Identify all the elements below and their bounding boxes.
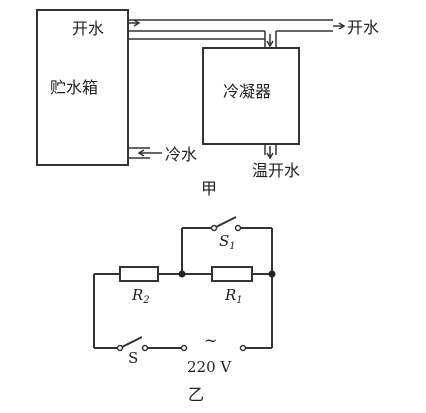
supply-voltage-label: 220 V	[187, 358, 232, 376]
supply-terminal-right	[239, 344, 247, 352]
resistor-r1-label: R1	[224, 286, 243, 306]
hot-water-right-arrowhead	[338, 22, 346, 30]
switch-s1-pivot	[210, 224, 218, 232]
condenser-box	[202, 47, 300, 145]
resistor-r1	[211, 266, 253, 282]
switch-s1-blade	[215, 216, 237, 228]
figure-a-caption: 甲	[201, 179, 217, 198]
figure-a-water-system: 贮水箱 开水 开水 冷凝器 温开水 冷水	[36, 9, 379, 198]
junction-right	[268, 270, 276, 278]
switch-s-contact	[141, 344, 149, 352]
resistor-r2	[119, 266, 159, 282]
supply-terminal-left	[180, 344, 188, 352]
hot-water-left-arrowhead	[133, 19, 141, 27]
supply-symbol: ~	[204, 331, 217, 350]
switch-s1-label: S1	[219, 232, 236, 252]
cold-water-label: 冷水	[165, 145, 197, 164]
switch-s-pivot	[116, 344, 124, 352]
storage-tank	[36, 9, 129, 166]
switch-s-label: S	[128, 349, 138, 367]
cold-water-arrowhead	[137, 149, 145, 157]
hot-water-label-left: 开水	[72, 19, 104, 38]
switch-s-blade	[121, 336, 143, 348]
hot-water-label-right: 开水	[347, 18, 379, 37]
warm-water-arrowhead	[266, 152, 274, 160]
switch-s1-contact	[234, 224, 242, 232]
warm-water-label: 温开水	[252, 161, 300, 180]
resistor-r2-label: R2	[131, 286, 150, 306]
storage-tank-label: 贮水箱	[50, 78, 98, 97]
condenser-label: 冷凝器	[223, 82, 271, 101]
condenser-inlet-arrowhead	[266, 40, 274, 48]
figure-b-circuit: S1 R2 R1 S ~ 220 V 乙	[93, 216, 276, 404]
junction-left	[178, 270, 186, 278]
figure-b-caption: 乙	[188, 385, 204, 404]
